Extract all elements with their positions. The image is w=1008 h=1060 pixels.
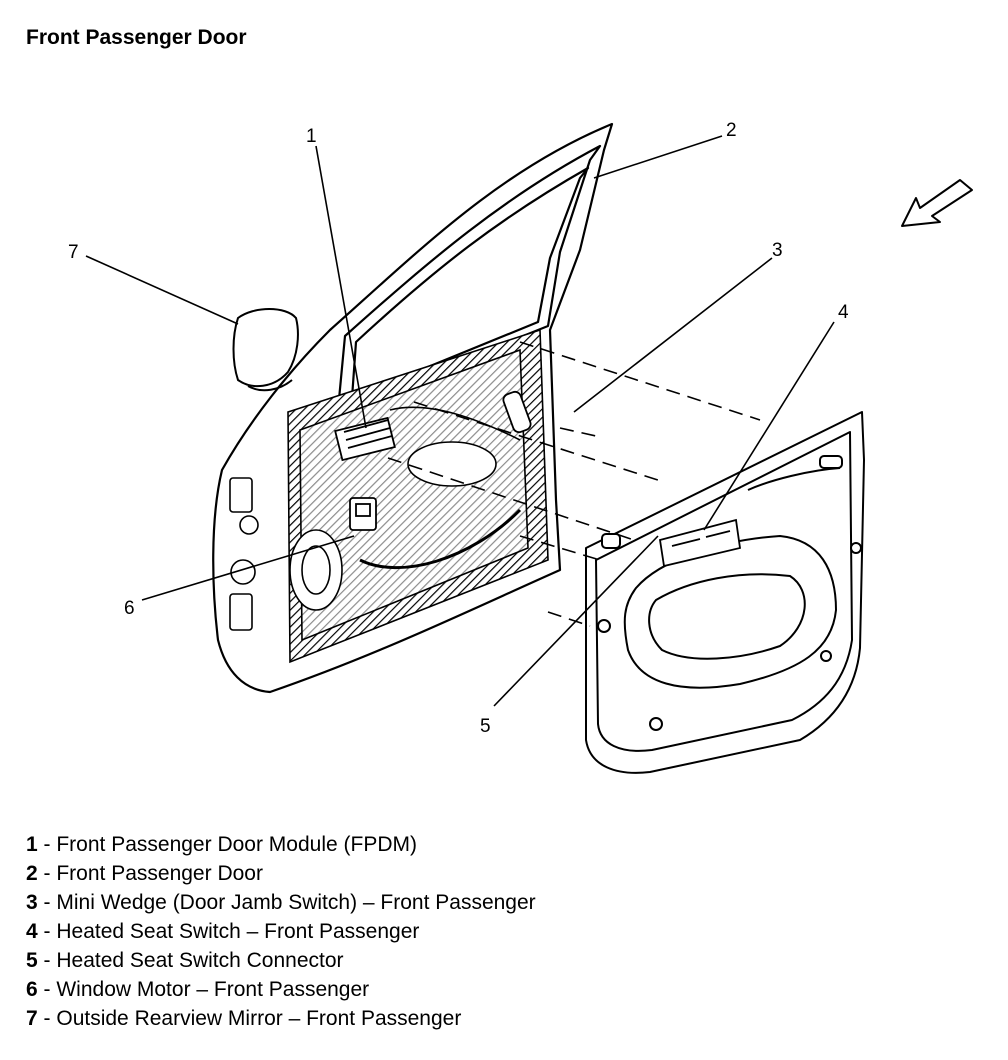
legend-text: Mini Wedge (Door Jamb Switch) – Front Pa…: [56, 891, 536, 914]
outside-rearview-mirror: [232, 308, 299, 392]
callout-7: 7: [68, 242, 79, 263]
door-hinges: [229, 477, 259, 631]
legend-separator: -: [37, 862, 57, 885]
legend-separator: -: [37, 891, 57, 914]
door-trim-panel: [585, 411, 865, 774]
legend-text: Front Passenger Door Module (FPDM): [56, 833, 417, 856]
legend-item: 1 - Front Passenger Door Module (FPDM): [26, 830, 536, 859]
legend-item: 4 - Heated Seat Switch – Front Passenger: [26, 917, 536, 946]
leader-line-7: [85, 255, 239, 325]
legend-number: 4: [26, 920, 38, 943]
legend-text: Outside Rearview Mirror – Front Passenge…: [56, 1007, 462, 1030]
leader-line-1: [315, 145, 367, 429]
leader-lines: [85, 135, 835, 707]
legend-text: Window Motor – Front Passenger: [56, 978, 370, 1001]
legend-item: 6 - Window Motor – Front Passenger: [26, 975, 536, 1004]
legend-number: 2: [26, 862, 38, 885]
callout-3: 3: [772, 240, 783, 261]
legend-number: 3: [26, 891, 38, 914]
leader-line-5: [493, 535, 659, 707]
legend-number: 1: [26, 833, 38, 856]
legend-item: 3 - Mini Wedge (Door Jamb Switch) – Fron…: [26, 888, 536, 917]
leader-line-4: [703, 321, 835, 531]
legend-separator: -: [37, 949, 57, 972]
inner-door-panel: [287, 328, 549, 664]
direction-arrow-icon: [901, 179, 973, 227]
callout-2: 2: [726, 120, 737, 141]
leader-line-6: [141, 535, 355, 601]
legend-separator: -: [37, 978, 57, 1001]
legend-separator: -: [37, 833, 57, 856]
legend-separator: -: [37, 920, 57, 943]
callout-1: 1: [306, 126, 317, 147]
callout-6: 6: [124, 598, 135, 619]
window-motor: [349, 497, 377, 531]
leader-line-2: [593, 135, 723, 179]
legend-number: 6: [26, 978, 38, 1001]
mini-wedge-switch: [502, 390, 532, 434]
legend-text: Heated Seat Switch Connector: [56, 949, 344, 972]
callout-5: 5: [480, 716, 491, 737]
legend-item: 2 - Front Passenger Door: [26, 859, 536, 888]
legend-item: 7 - Outside Rearview Mirror – Front Pass…: [26, 1004, 536, 1033]
legend: 1 - Front Passenger Door Module (FPDM) 2…: [26, 830, 536, 1033]
legend-separator: -: [37, 1007, 57, 1030]
legend-number: 5: [26, 949, 38, 972]
alignment-lines: [387, 341, 761, 627]
legend-text: Heated Seat Switch – Front Passenger: [56, 920, 420, 943]
heated-seat-switch: [658, 518, 742, 568]
legend-text: Front Passenger Door: [56, 862, 263, 885]
legend-item: 5 - Heated Seat Switch Connector: [26, 946, 536, 975]
leader-line-3: [573, 257, 773, 413]
door-module-fpdm: [334, 416, 396, 462]
callout-4: 4: [838, 302, 849, 323]
page-title: Front Passenger Door: [26, 26, 247, 49]
legend-number: 7: [26, 1007, 38, 1030]
